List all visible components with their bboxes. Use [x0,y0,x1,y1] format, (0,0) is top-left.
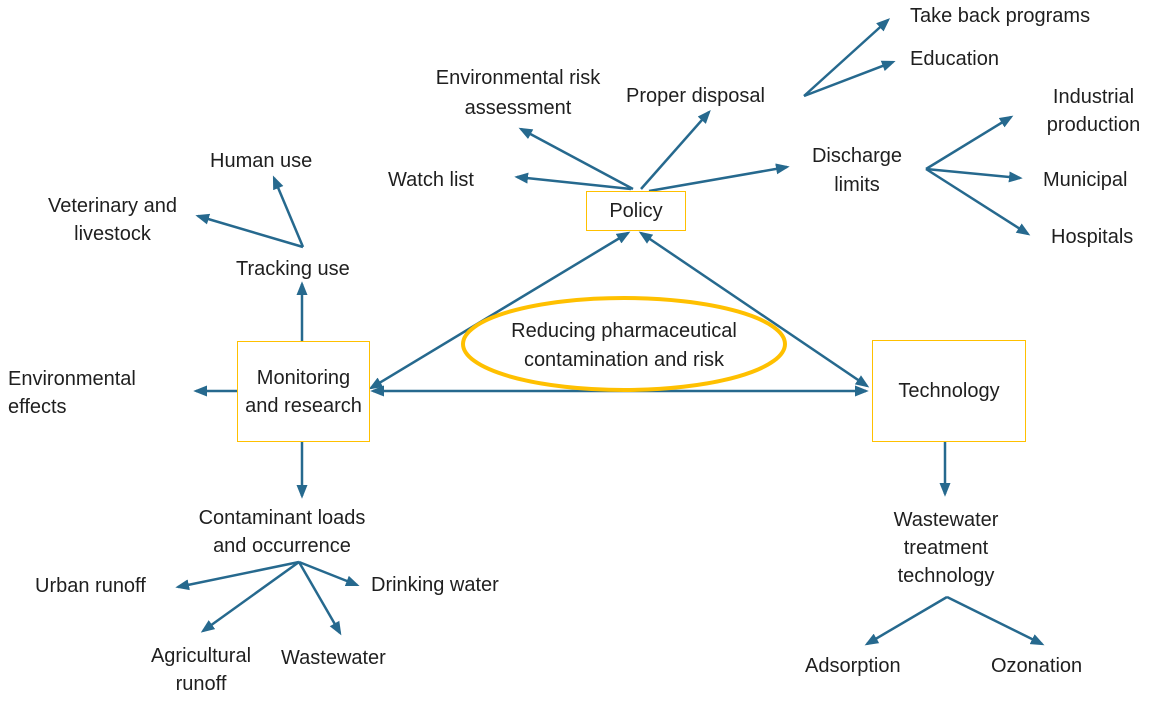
arrow-policy-to-discharge-limits [648,163,790,193]
arrow-wwt-to-adsorption [864,595,948,646]
node-take-back-programs: Take back programs [910,5,1091,27]
node-wastewater: Wastewater [281,647,386,669]
node-veterinary-and-livestock: Veterinary and livestock [48,195,177,245]
center-ellipse [461,296,787,392]
arrow-tracking-to-veterinary [195,213,304,249]
node-hospitals: Hospitals [1051,226,1134,248]
hub-policy: Policy [586,191,686,231]
arrow-disposal-to-education [803,60,896,98]
arrow-wwt-to-ozonation [946,595,1045,646]
node-human-use: Human use [210,150,313,172]
node-education: Education [910,48,999,70]
node-municipal: Municipal [1043,169,1128,191]
node-discharge-limits: Discharge limits [811,145,903,196]
node-contaminant-loads-and-occurrence: Contaminant loads and occurrence [198,507,366,557]
node-proper-disposal: Proper disposal [626,85,765,107]
arrow-contaminant-to-wastewater [297,561,342,636]
arrow-policy-monitoring [368,231,631,390]
arrow-limits-to-hospitals [925,167,1031,236]
arrow-policy-to-watch-list [514,172,632,191]
arrow-tracking-to-human-use [272,175,305,248]
arrow-limits-to-municipal [925,167,1023,183]
arrow-contaminant-to-urban [175,560,300,591]
node-environmental-risk-assessment: Environmental risk assessment [435,67,601,119]
hub-technology: Technology [872,340,1026,442]
arrow-limits-to-industrial [925,115,1014,171]
diagram-title: Reducing pharmaceutical contamination an… [511,320,737,371]
node-industrial-production: Industrial production [1046,86,1141,136]
arrow-policy-technology [638,231,870,388]
node-urban-runoff: Urban runoff [35,575,146,597]
node-watch-list: Watch list [388,169,474,191]
arrow-contaminant-to-drinking [298,560,360,587]
node-agricultural-runoff: Agricultural runoff [150,645,252,695]
arrow-policy-to-proper-disposal [640,109,711,190]
node-drinking-water: Drinking water [371,574,499,596]
node-tracking-use: Tracking use [236,258,350,280]
hub-monitoring-and-research: Monitoring and research [237,341,370,442]
node-ozonation: Ozonation [991,655,1083,677]
node-environmental-effects: Environmental effects [8,368,136,418]
arrow-policy-to-env-risk [518,127,634,191]
node-adsorption: Adsorption [805,655,901,677]
node-wastewater-treatment-technology: Wastewater treatment technology [893,509,999,587]
arrow-disposal-to-take-back [803,18,891,97]
arrow-contaminant-to-agricultural [200,560,300,633]
